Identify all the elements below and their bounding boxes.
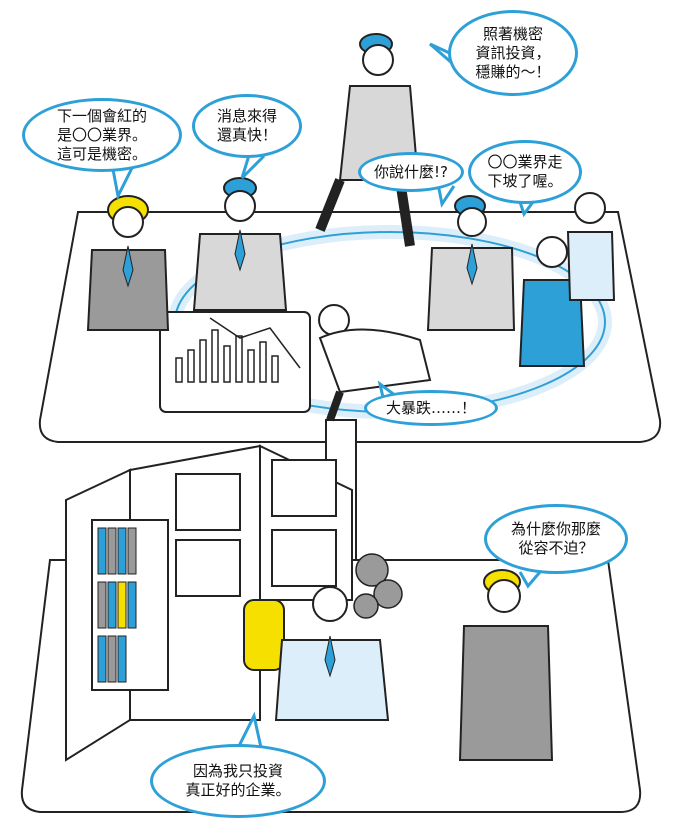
wall-monitors <box>175 459 337 597</box>
speech-bubble-crash: 大暴跌……！ <box>364 390 498 426</box>
plant <box>353 553 403 619</box>
bubble-text: 為什麼你那麼 從容不迫？ <box>510 520 601 557</box>
bookshelf <box>91 519 169 691</box>
blonde-man-lower <box>458 569 554 761</box>
speech-bubble-what-you-say: 你說什麼!? <box>358 152 464 192</box>
speech-bubble-why-calm: 為什麼你那麼 從容不迫？ <box>484 504 628 574</box>
speech-bubble-secret-tip: 下一個會紅的 是〇〇業界。 這可是機密。 <box>22 98 182 172</box>
bubble-text: 你說什麼!? <box>374 162 448 181</box>
yellow-chair <box>243 599 285 671</box>
falling-man <box>318 304 432 422</box>
bubble-text: 下一個會紅的 是〇〇業界。 這可是機密。 <box>56 106 147 163</box>
yellow-hair-man <box>86 195 170 331</box>
speech-bubble-follow-secret: 照著機密 資訊投資， 穩賺的～！ <box>448 10 578 96</box>
calm-old-man <box>274 586 390 721</box>
bubble-text: 〇〇業界走 下坡了喔。 <box>487 153 563 190</box>
bubble-text: 照著機密 資訊投資， 穩賺的～！ <box>475 24 551 81</box>
speech-bubble-good-companies: 因為我只投資 真正好的企業。 <box>150 744 326 818</box>
woman-blue-top <box>518 192 616 367</box>
shocked-man <box>426 195 516 331</box>
speech-bubble-industry-down: 〇〇業界走 下坡了喔。 <box>468 140 582 204</box>
stock-chart-panel <box>159 311 311 413</box>
bubble-text: 因為我只投資 真正好的企業。 <box>185 762 291 799</box>
bubble-text: 大暴跌……！ <box>385 398 476 417</box>
speech-bubble-news-fast: 消息來得 還真快！ <box>192 94 302 158</box>
glasses-man-arms-crossed <box>192 177 288 311</box>
bubble-text: 消息來得 還真快！ <box>216 107 277 144</box>
